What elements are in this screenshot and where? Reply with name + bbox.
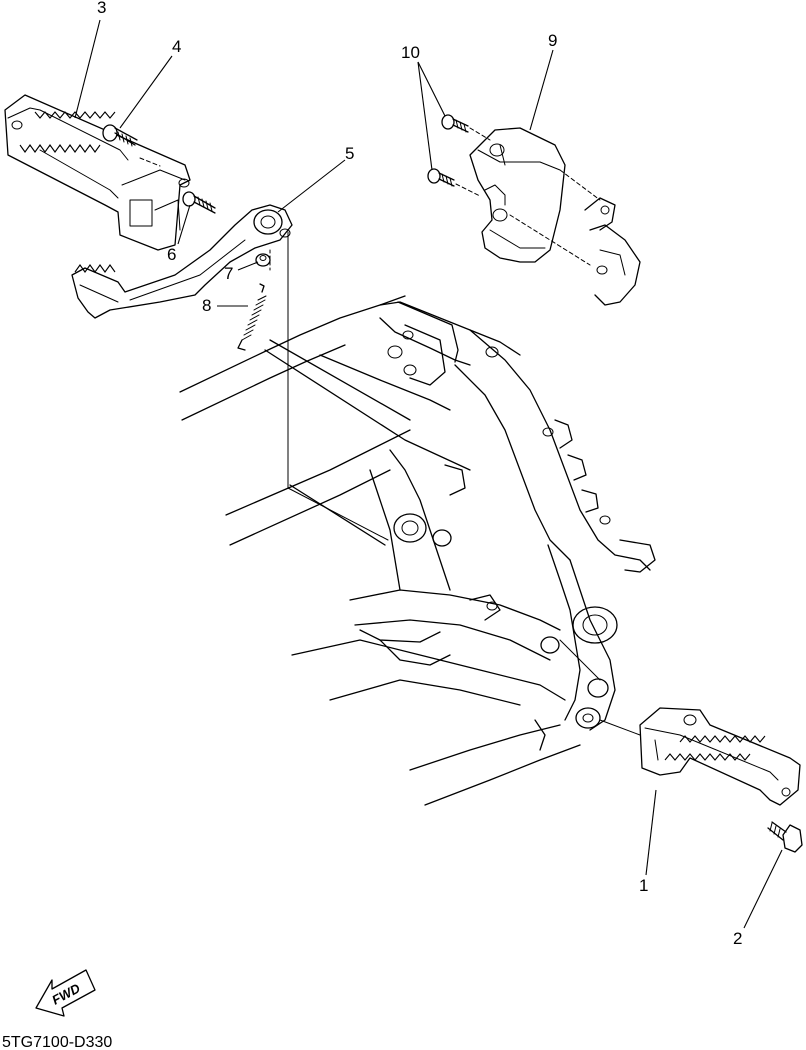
brake-pedal [71, 204, 293, 319]
callout-labels: 3 4 5 6 7 8 9 10 1 2 [97, 0, 742, 948]
spring-8 [237, 283, 267, 351]
callout-5: 5 [345, 144, 354, 163]
screws-10 [427, 114, 491, 197]
callout-8: 8 [202, 296, 211, 315]
callout-1: 1 [639, 876, 648, 895]
callout-6: 6 [167, 245, 176, 264]
alignment-lines [139, 157, 389, 541]
left-footrest [4, 94, 191, 251]
bolt-4 [102, 124, 138, 147]
bolt-6 [182, 191, 216, 214]
callout-7: 7 [224, 264, 233, 283]
main-frame [179, 295, 656, 806]
callout-10: 10 [401, 43, 420, 62]
forward-arrow: FWD [35, 969, 96, 1017]
bolt-2 [767, 821, 803, 853]
nut-7 [255, 253, 271, 267]
callout-2: 2 [733, 929, 742, 948]
leader-lines [74, 19, 783, 929]
guard-bracket [509, 169, 641, 306]
right-footrest [599, 707, 801, 806]
fwd-label: FWD [49, 980, 83, 1007]
callout-4: 4 [172, 37, 181, 56]
drawing-code: 5TG7100-D330 [2, 1034, 112, 1050]
callout-9: 9 [548, 31, 557, 50]
callout-3: 3 [97, 0, 106, 17]
guard-9 [469, 127, 566, 263]
